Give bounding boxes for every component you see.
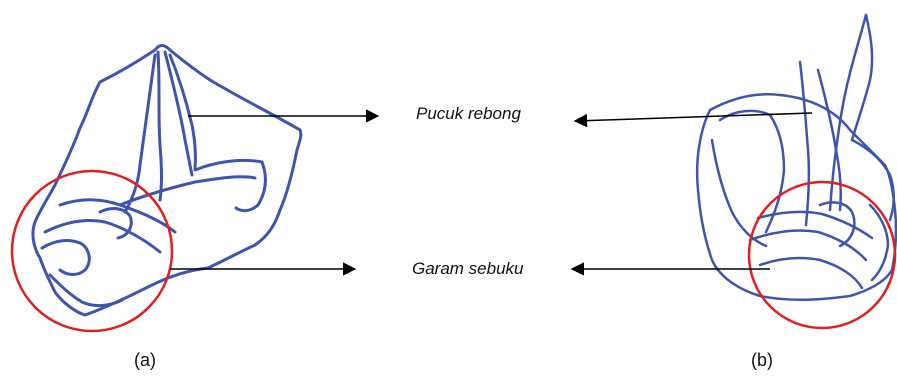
sketch-a-bamboo-shoot xyxy=(31,44,303,317)
caption-a: (a) xyxy=(134,350,156,370)
sketch-a-wrap-middle xyxy=(118,175,257,207)
sketch-b-stem-center xyxy=(816,68,843,212)
highlight-circle-a xyxy=(10,169,174,333)
sketch-a-knot-end xyxy=(48,273,124,308)
sketch-b-leaf-left-fold xyxy=(710,138,768,248)
label-pucuk-rebong: Pucuk rebong xyxy=(416,104,521,123)
sketch-a-leaf-left xyxy=(123,53,157,214)
sketch-b-knot-side xyxy=(868,203,890,282)
caption-b: (b) xyxy=(751,350,773,370)
sketch-b-bamboo-shoot xyxy=(695,13,897,301)
sketch-b-stem-left xyxy=(798,60,811,227)
sketch-b-knot-wrap xyxy=(818,201,856,248)
sketch-a-outline xyxy=(31,44,303,317)
sketch-b-knot-middle xyxy=(748,229,868,262)
arrow-b-to-top-label xyxy=(573,112,813,128)
label-garam-sebuku: Garam sebuku xyxy=(412,259,524,278)
sketch-a-knot-lower xyxy=(43,218,162,254)
sketch-a-knot-top xyxy=(58,198,177,234)
sketch-b-leaf-right xyxy=(850,138,895,222)
sketch-b-knot-lower xyxy=(758,256,864,290)
sketch-a-leaf-right xyxy=(168,53,197,170)
sketch-b-leaf-left xyxy=(718,109,786,234)
highlight-circle-b xyxy=(747,180,897,330)
sketch-a-leaf-fold xyxy=(163,50,194,177)
sketch-a-wrap-upper xyxy=(193,158,267,213)
sketch-b-stem-tip xyxy=(850,13,874,142)
sketch-a-knot-curl xyxy=(40,239,91,276)
sketch-b-knot-upper xyxy=(756,210,874,240)
sketch-a-inner-ridge xyxy=(156,50,163,202)
sketch-a-knot-loop xyxy=(98,207,133,240)
